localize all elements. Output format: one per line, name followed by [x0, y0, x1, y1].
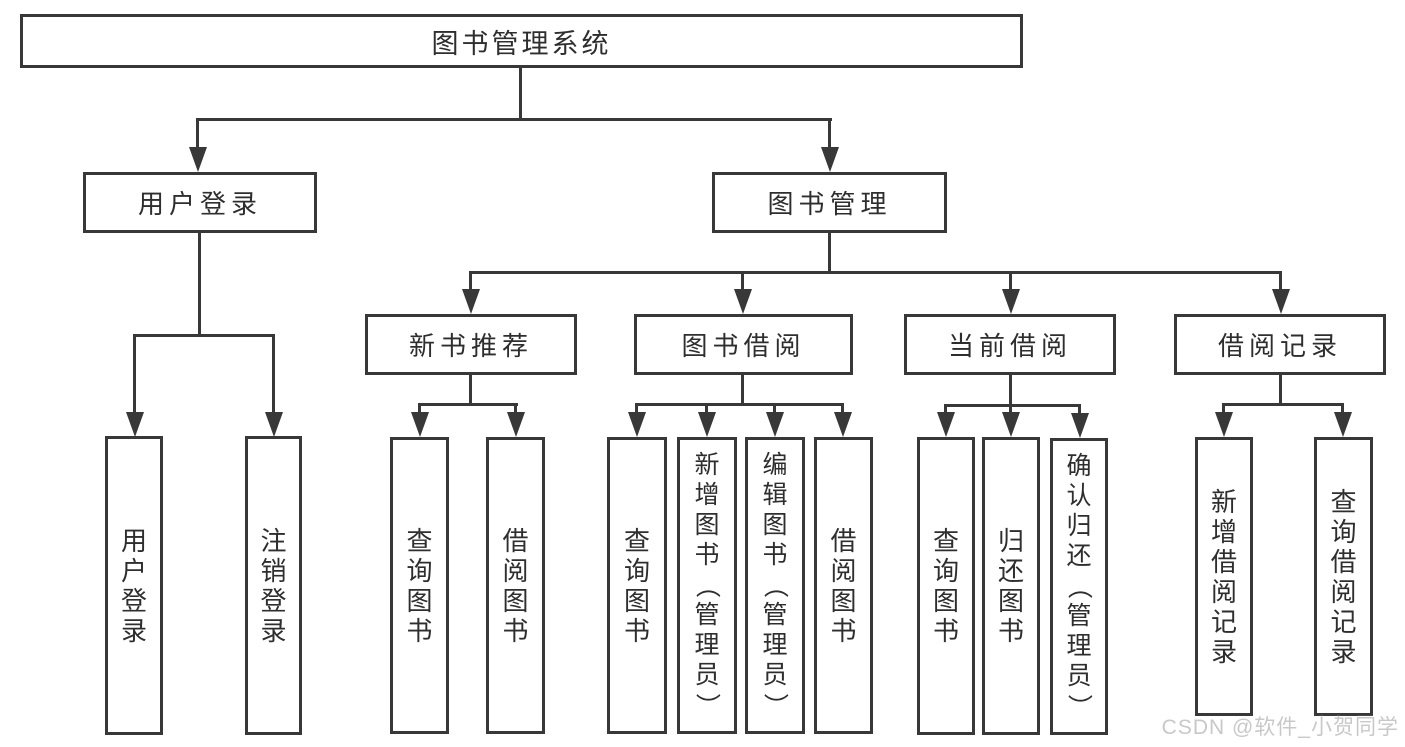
arrowhead-cb-query: [937, 412, 955, 437]
connector-cb-stem: [1009, 374, 1012, 407]
connector-cb-rail: [944, 404, 1081, 407]
connector-book-mgmt-stem: [828, 232, 831, 274]
node-book-management: 图书管理: [712, 172, 947, 233]
leaf-add-borrow-record: 新增借阅记录: [1195, 437, 1253, 716]
connector-br-drop2: [1341, 403, 1344, 414]
connector-drop-book-management: [828, 118, 831, 150]
arrowhead-current-borrow: [1002, 289, 1020, 314]
arrowhead-nb-borrow: [507, 412, 525, 437]
connector-bb-drop2: [705, 403, 708, 414]
connector-nb-drop2: [514, 403, 517, 414]
arrowhead-bb-query: [628, 412, 646, 437]
connector-br-rail: [1222, 403, 1344, 406]
leaf-query-books-recommend: 查询图书: [390, 437, 449, 734]
connector-bb-drop4: [841, 403, 844, 414]
leaf-user-login: 用户登录: [105, 436, 163, 735]
connector-bb-drop1: [635, 403, 638, 414]
node-current-borrow: 当前借阅: [904, 314, 1116, 375]
connector-bb-stem: [741, 374, 744, 406]
connector-user-login-rail: [133, 334, 275, 337]
leaf-logout: 注销登录: [245, 436, 302, 735]
csdn-watermark: CSDN @软件_小贺同学: [1161, 716, 1399, 739]
arrowhead-borrow-records: [1272, 289, 1290, 314]
arrowhead-br-query: [1334, 412, 1352, 437]
arrowhead-new-book: [462, 289, 480, 314]
arrowhead-bb-borrow: [834, 412, 852, 437]
connector-cb-drop2: [1009, 404, 1012, 414]
leaf-confirm-return-admin: 确认归还（管理员）: [1050, 438, 1108, 735]
arrowhead-book-management: [821, 147, 839, 172]
connector-bb-rail: [635, 403, 844, 406]
leaf-query-borrow-record: 查询借阅记录: [1314, 437, 1373, 716]
node-book-borrow: 图书借阅: [634, 314, 853, 375]
leaf-query-books-borrow: 查询图书: [607, 437, 667, 734]
arrowhead-nb-query: [411, 412, 429, 437]
node-library-management-system: 图书管理系统: [20, 14, 1023, 68]
leaf-return-books: 归还图书: [982, 437, 1040, 735]
arrowhead-bb-add: [698, 412, 716, 437]
node-new-book-recommend: 新书推荐: [365, 314, 577, 375]
connector-drop-leaf-logout: [272, 334, 275, 413]
arrowhead-cb-confirm: [1071, 413, 1089, 438]
connector-bb-drop3: [773, 403, 776, 414]
connector-nb-stem: [469, 374, 472, 405]
connector-cb-drop3: [1078, 404, 1081, 414]
leaf-borrow-books: 借阅图书: [814, 437, 873, 734]
connector-root-rail: [196, 118, 832, 121]
connector-drop-user-login: [196, 118, 199, 150]
connector-drop-book-borrow: [741, 271, 744, 291]
arrowhead-book-borrow: [734, 289, 752, 314]
connector-root-stem: [519, 67, 522, 119]
leaf-add-books-admin: 新增图书（管理员）: [677, 437, 737, 734]
connector-nb-rail: [418, 403, 518, 406]
connector-drop-borrow-records: [1279, 271, 1282, 291]
arrowhead-user-login: [189, 147, 207, 172]
node-borrow-records: 借阅记录: [1174, 314, 1386, 375]
connector-drop-new-book: [469, 271, 472, 291]
arrowhead-leaf-login: [126, 412, 144, 437]
leaf-borrow-books-recommend: 借阅图书: [486, 437, 545, 734]
leaf-edit-books-admin: 编辑图书（管理员）: [745, 437, 805, 734]
node-user-login: 用户登录: [83, 172, 317, 233]
connector-book-mgmt-rail: [469, 271, 1282, 274]
connector-br-stem: [1279, 374, 1282, 405]
arrowhead-leaf-logout: [265, 412, 283, 437]
connector-user-login-stem: [198, 232, 201, 337]
connector-nb-drop1: [418, 403, 421, 414]
connector-drop-leaf-login: [133, 334, 136, 413]
connector-cb-drop1: [944, 404, 947, 414]
arrowhead-cb-return: [1002, 412, 1020, 437]
leaf-query-books-current: 查询图书: [917, 437, 975, 735]
connector-br-drop1: [1222, 403, 1225, 414]
arrowhead-br-add: [1215, 412, 1233, 437]
connector-drop-current-borrow: [1009, 271, 1012, 291]
arrowhead-bb-edit: [766, 412, 784, 437]
